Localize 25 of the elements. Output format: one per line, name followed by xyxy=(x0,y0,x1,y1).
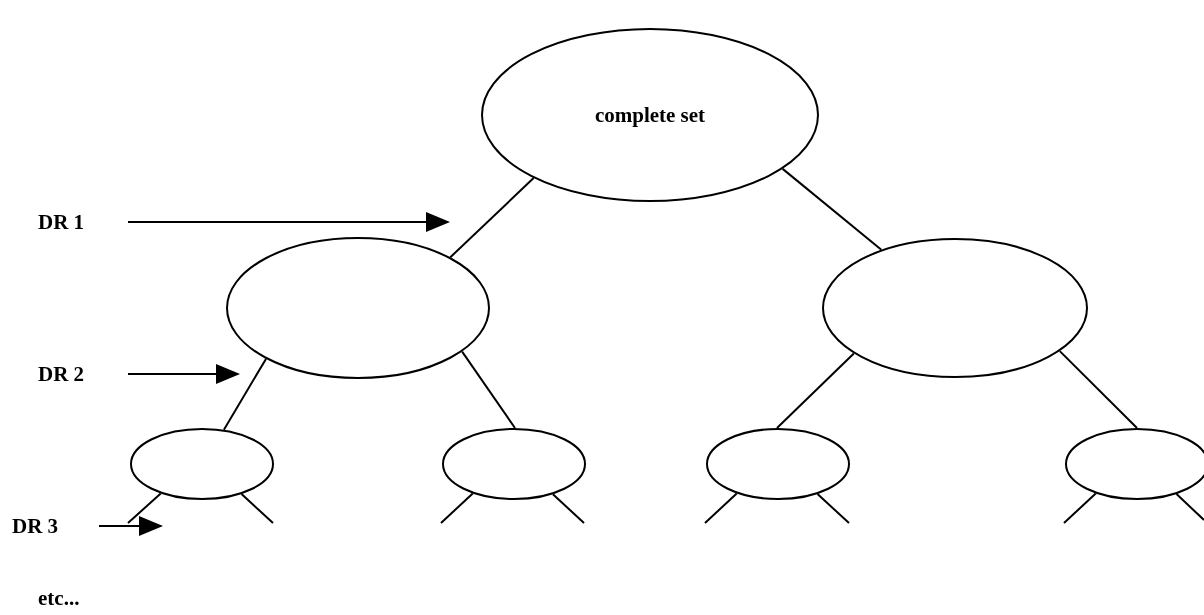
connector-line xyxy=(440,492,474,524)
connector-line xyxy=(704,492,738,524)
connector-line xyxy=(776,352,855,429)
connector-line xyxy=(222,357,267,431)
ellipse-node xyxy=(442,428,586,500)
connector-line xyxy=(240,493,274,524)
note-text: DR 3 xyxy=(12,514,59,539)
connector-line xyxy=(1058,350,1138,429)
connector-line xyxy=(127,492,162,524)
connector-line xyxy=(551,493,585,524)
note-text: DR 2 xyxy=(38,362,85,387)
connector-line xyxy=(781,167,883,251)
ellipse-node xyxy=(706,428,850,500)
connector-line xyxy=(449,177,535,259)
connector-line xyxy=(816,493,850,524)
connector-line xyxy=(1063,492,1097,524)
note-text: etc... xyxy=(38,586,80,611)
ellipse-node xyxy=(481,28,819,202)
connector-line xyxy=(461,350,516,429)
ellipse-node xyxy=(130,428,274,500)
node-label: complete set xyxy=(594,102,706,128)
ellipse-node xyxy=(822,238,1088,378)
note-text: DR 1 xyxy=(38,210,85,235)
ellipse-node xyxy=(226,237,490,379)
connector-line xyxy=(1175,493,1204,521)
